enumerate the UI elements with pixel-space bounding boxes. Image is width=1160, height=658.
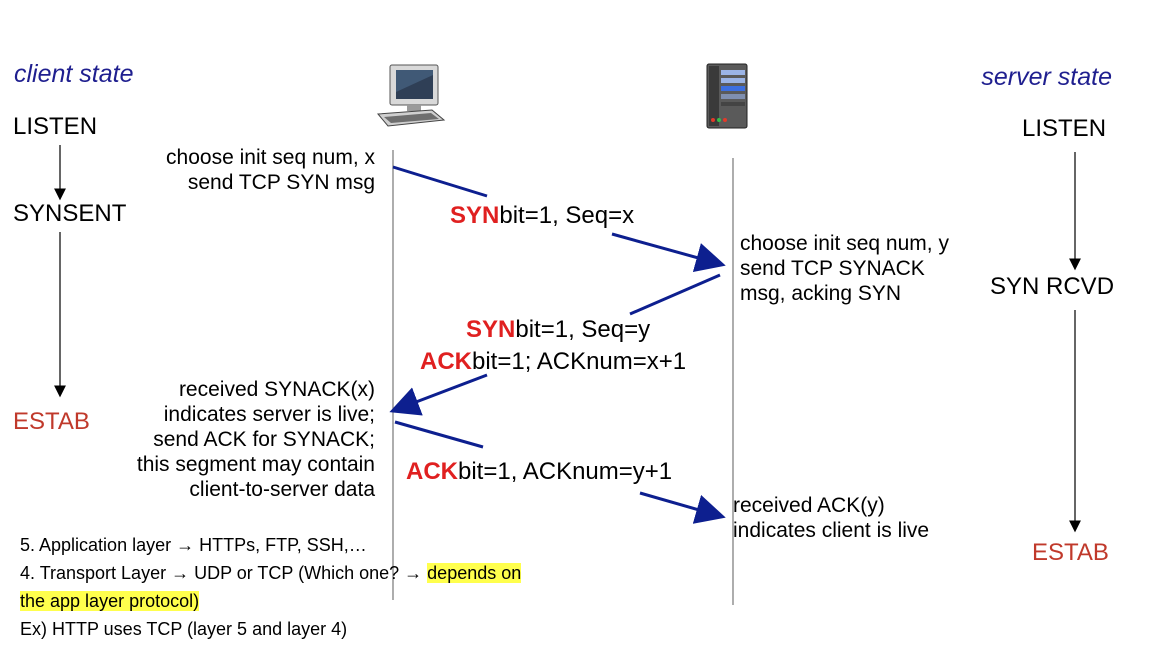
ack-message-label: ACKbit=1, ACKnum=y+1 [406,458,672,486]
ack-arrow-part2 [639,491,726,524]
bottom-note-line-1: 5. Application layer → HTTPs, FTP, SSH,… [20,535,367,555]
client-note-1-line: choose init seq num, x [166,146,375,169]
server-note-2-line: received ACK(y) [733,494,885,517]
bottom-note-line-2: 4. Transport Layer → UDP or TCP (Which o… [20,559,522,587]
desktop-computer-icon [376,64,446,127]
ack-arrow-part1 [394,420,484,449]
bottom-note-highlight-1: depends on [427,563,522,583]
synack-arrow-part2 [389,373,488,416]
client-note-2-line: client-to-server data [189,478,375,501]
client-note-2-line: send ACK for SYNACK; [153,428,375,451]
synack-syn-flag: SYN [466,316,516,343]
synack-message-label-2: ACKbit=1; ACKnum=x+1 [420,348,686,376]
client-note-1-line: send TCP SYN msg [187,171,375,194]
bottom-note-line-3: the app layer protocol) [20,587,521,615]
syn-arrow-part1 [392,165,488,198]
client-note-2-line: received SYNACK(x) [178,378,375,401]
bottom-notes: 5. Application layer → HTTPs, FTP, SSH,…… [20,531,522,643]
server-state-estab: ESTAB [1032,539,1109,566]
syn-flag: SYN [450,202,500,229]
client-state-title: client state [14,60,134,88]
synack-ack-flag: ACK [420,348,472,375]
synack-ack-fields: bit=1; ACKnum=x+1 [472,348,687,375]
client-note-2-line: indicates server is live; [163,403,375,426]
server-state-syn-rcvd: SYN RCVD [990,273,1115,300]
client-state-estab: ESTAB [13,408,90,435]
server-note-1-line: choose init seq num, y [740,232,949,255]
ack-flag: ACK [406,458,458,485]
server-note-2: received ACK(y) indicates client is live [733,493,929,543]
server-note-1: choose init seq num, y send TCP SYNACK m… [740,231,949,306]
client-state-synsent: SYNSENT [13,200,127,227]
client-note-2: received SYNACK(x) indicates server is l… [137,377,375,502]
syn-message-label: SYNbit=1, Seq=x [450,202,634,230]
syn-arrow-part2 [611,232,726,273]
client-note-1: choose init seq num, x send TCP SYN msg [166,145,375,195]
server-state-listen: LISTEN [1022,115,1107,142]
server-note-1-line: msg, acking SYN [740,282,902,305]
synack-arrow-part1 [629,273,721,316]
bottom-note-line-2-text: 4. Transport Layer → UDP or TCP (Which o… [20,563,428,583]
client-state-listen: LISTEN [13,113,98,140]
bottom-note-highlight-2: the app layer protocol) [20,591,200,611]
synack-syn-fields: bit=1, Seq=y [515,316,651,343]
server-note-1-line: send TCP SYNACK [740,257,925,280]
server-note-2-line: indicates client is live [733,519,930,542]
server-tower-icon [706,63,748,129]
ack-fields: bit=1, ACKnum=y+1 [458,458,673,485]
bottom-note-line-4: Ex) HTTP uses TCP (layer 5 and layer 4) [20,619,348,639]
server-state-title: server state [981,63,1112,91]
syn-fields: bit=1, Seq=x [499,202,635,229]
synack-message-label-1: SYNbit=1, Seq=y [466,316,650,344]
client-note-2-line: this segment may contain [136,453,375,476]
